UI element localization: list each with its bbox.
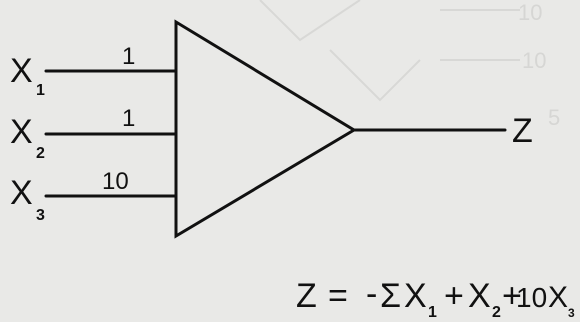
svg-text:10: 10 xyxy=(518,0,542,25)
gain-label-3: 10 xyxy=(102,168,129,195)
equation-term3-sub: 3 xyxy=(568,306,575,320)
gain-label-1: 1 xyxy=(122,43,135,70)
output-label: Z xyxy=(512,112,533,150)
equation-plus2: + xyxy=(502,277,522,315)
svg-text:5: 5 xyxy=(548,105,560,130)
equation-term2-var: X xyxy=(468,277,491,315)
input-subscript-1: 1 xyxy=(36,82,45,99)
equation-sigma: Σ xyxy=(380,277,401,315)
equation-term1-var: X xyxy=(404,277,427,315)
input-label-3: X xyxy=(10,174,33,212)
gain-label-2: 1 xyxy=(122,105,135,132)
equation-term1-sub: 1 xyxy=(428,304,437,321)
summation-equation: Z = - Σ X 1 + X 2 + 10 X 3 xyxy=(296,275,575,321)
equation-plus1: + xyxy=(444,277,464,315)
svg-text:10: 10 xyxy=(522,48,546,73)
input-label-1: X xyxy=(10,52,33,90)
equation-lhs: Z xyxy=(296,277,317,315)
input-label-2: X xyxy=(10,113,33,151)
input-subscript-2: 2 xyxy=(36,145,45,162)
equation-equals: = xyxy=(328,277,348,315)
equation-term2-sub: 2 xyxy=(492,304,501,321)
equation-term3-var: X xyxy=(548,281,568,314)
bleed-through-ghost: 10 10 5 xyxy=(259,0,560,130)
amplifier-triangle xyxy=(174,19,357,239)
equation-term3-coef: 10 xyxy=(516,282,547,313)
input-subscript-3: 3 xyxy=(36,207,45,224)
equation-minus: - xyxy=(366,275,377,313)
